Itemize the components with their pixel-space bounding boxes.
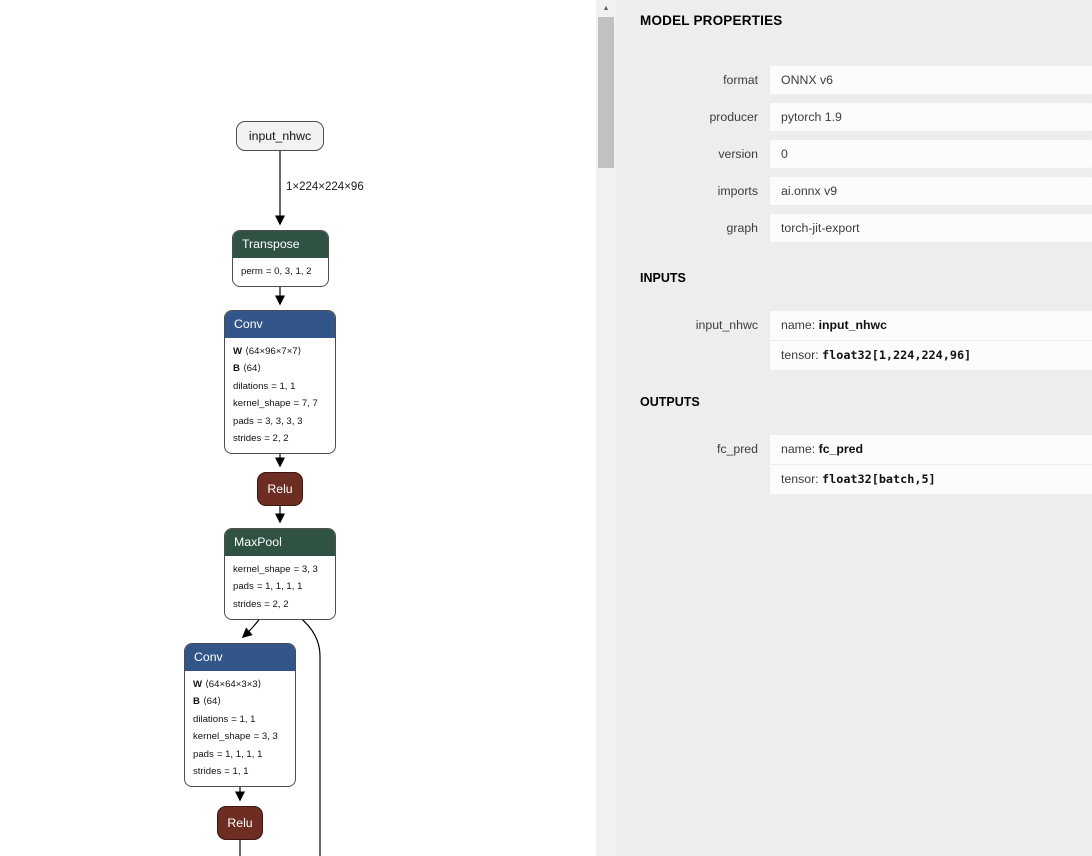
outputs-section-title: OUTPUTS <box>640 395 700 409</box>
node-title: Relu <box>267 482 293 496</box>
attr-pads: pads= 1, 1, 1, 1 <box>193 748 263 760</box>
property-row-graph: graph torch-jit-export <box>640 214 1092 242</box>
node-title: Transpose <box>233 231 328 258</box>
input-label: input_nhwc <box>695 318 758 332</box>
input-name-value: name: input_nhwc <box>770 311 1092 340</box>
model-properties-panel: MODEL PROPERTIES format ONNX v6 producer… <box>616 0 1092 856</box>
attr-pads: pads= 1, 1, 1, 1 <box>233 581 303 593</box>
node-title: Conv <box>185 644 295 671</box>
property-label: version <box>718 147 758 161</box>
property-label: graph <box>726 221 758 235</box>
attr-pads: pads= 3, 3, 3, 3 <box>233 415 303 427</box>
edge-shape-label: 1×224×224×96 <box>286 181 364 193</box>
attr-perm: perm= 0, 3, 1, 2 <box>241 266 312 277</box>
attr-strides: strides= 1, 1 <box>193 766 249 778</box>
output-tensor-value: tensor: float32[batch,5] <box>770 465 1092 494</box>
attr-strides: strides= 2, 2 <box>233 598 289 610</box>
attr-kernel-shape: kernel_shape= 7, 7 <box>233 398 318 410</box>
inputs-section-title: INPUTS <box>640 271 686 285</box>
scrollbar-thumb[interactable] <box>598 17 614 168</box>
attr-kernel-shape: kernel_shape= 3, 3 <box>193 731 278 743</box>
node-conv-1[interactable]: Conv W⟨64×96×7×7⟩ B⟨64⟩ dilations= 1, 1 … <box>224 310 336 455</box>
attr-bias: B⟨64⟩ <box>193 696 222 708</box>
attr-bias: B⟨64⟩ <box>233 363 262 375</box>
attr-weight: W⟨64×64×3×3⟩ <box>193 679 262 690</box>
graph-canvas[interactable]: 1×224×224×96 input_nhwc Transpose perm= … <box>0 0 596 856</box>
attr-strides: strides= 2, 2 <box>233 433 289 445</box>
property-row-imports: imports ai.onnx v9 <box>640 177 1092 205</box>
input-node-label: input_nhwc <box>248 129 312 143</box>
property-value: pytorch 1.9 <box>770 103 1092 131</box>
sidebar-scrollbar[interactable]: ▲ <box>596 0 616 856</box>
node-relu-1[interactable]: Relu <box>257 472 303 506</box>
node-transpose[interactable]: Transpose perm= 0, 3, 1, 2 <box>232 230 329 288</box>
attr-dilations: dilations= 1, 1 <box>193 713 256 725</box>
attr-weight: W⟨64×96×7×7⟩ <box>233 346 302 357</box>
input-tensor-value: tensor: float32[1,224,224,96] <box>770 341 1092 370</box>
property-label: producer <box>709 110 758 124</box>
attr-kernel-shape: kernel_shape= 3, 3 <box>233 564 318 575</box>
node-title: MaxPool <box>225 529 335 556</box>
output-row-fc-pred: fc_pred name: fc_pred tensor: float32[ba… <box>640 435 1092 494</box>
property-row-version: version 0 <box>640 140 1092 168</box>
node-conv-2[interactable]: Conv W⟨64×64×3×3⟩ B⟨64⟩ dilations= 1, 1 … <box>184 643 296 788</box>
output-label: fc_pred <box>716 442 758 456</box>
input-row-input-nhwc: input_nhwc name: input_nhwc tensor: floa… <box>640 311 1092 370</box>
property-label: format <box>723 73 758 87</box>
property-row-format: format ONNX v6 <box>640 66 1092 94</box>
node-relu-2[interactable]: Relu <box>217 806 263 840</box>
property-value: 0 <box>770 140 1092 168</box>
property-value: torch-jit-export <box>770 214 1092 242</box>
property-row-producer: producer pytorch 1.9 <box>640 103 1092 131</box>
attr-dilations: dilations= 1, 1 <box>233 380 296 392</box>
node-title: Relu <box>227 816 253 830</box>
panel-title: MODEL PROPERTIES <box>640 13 783 28</box>
property-label: imports <box>717 184 758 198</box>
output-name-value: name: fc_pred <box>770 435 1092 464</box>
node-title: Conv <box>225 311 335 338</box>
property-value: ONNX v6 <box>770 66 1092 94</box>
property-value: ai.onnx v9 <box>770 177 1092 205</box>
scrollbar-up-arrow-icon[interactable]: ▲ <box>602 4 610 12</box>
node-maxpool[interactable]: MaxPool kernel_shape= 3, 3 pads= 1, 1, 1… <box>224 528 336 621</box>
node-input-nhwc[interactable]: input_nhwc <box>236 121 324 151</box>
properties-list: format ONNX v6 producer pytorch 1.9 vers… <box>640 66 1092 242</box>
